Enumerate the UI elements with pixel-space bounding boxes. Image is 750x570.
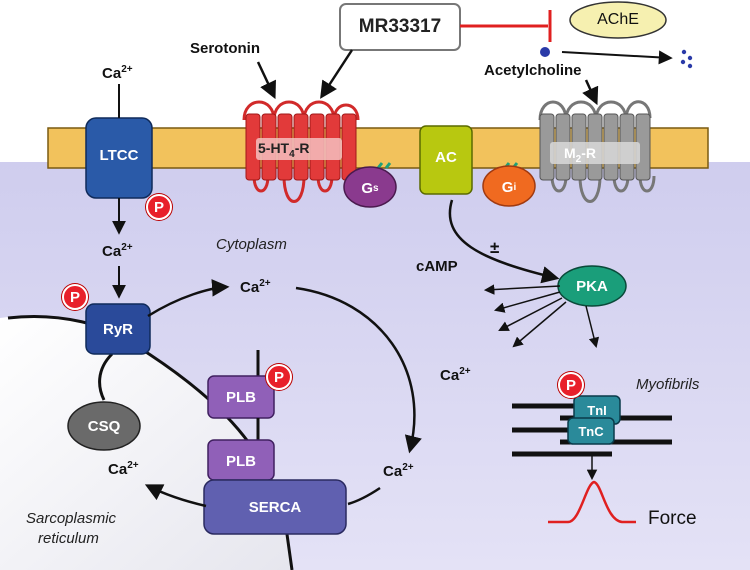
ac-enzyme xyxy=(419,125,473,195)
choline-dot xyxy=(687,63,693,69)
csq-protein xyxy=(67,401,141,451)
csq-label: CSQ xyxy=(87,417,121,435)
pka-target-arrow xyxy=(483,284,561,295)
5ht4-receptor-label: 5-HT4-R xyxy=(258,140,310,160)
choline-dot xyxy=(680,59,686,65)
pka-target-arrow xyxy=(512,301,567,348)
pka-label: PKA xyxy=(576,277,608,295)
plus-minus-label: ± xyxy=(490,238,500,257)
drug-label: MR33317 xyxy=(358,16,442,37)
gs-anchor xyxy=(376,162,392,169)
pka-to-myofibril-arrow xyxy=(585,305,600,349)
ca-sr-label: Ca2+ xyxy=(108,460,139,478)
ryr-channel xyxy=(85,303,151,355)
ache-label: AChE xyxy=(597,11,639,28)
ryr-phospho: P xyxy=(62,284,88,310)
ryr-release-arrow xyxy=(147,279,230,318)
pka-target-arrow xyxy=(498,297,563,331)
tnc-box xyxy=(567,417,615,445)
plb-lower-label: PLB xyxy=(226,452,256,470)
acetylcholine-arrow xyxy=(582,79,599,106)
m2-receptor-label: M2-R xyxy=(564,145,597,165)
ca-released-label: Ca2+ xyxy=(240,278,271,296)
tni-phospho: P xyxy=(558,372,584,398)
ltcc-phospho: P xyxy=(146,194,172,220)
ca-serca-label: Ca2+ xyxy=(383,462,414,480)
ac-label: AC xyxy=(435,148,457,166)
camp-label: cAMP xyxy=(416,258,458,275)
force-curve xyxy=(548,480,636,524)
serotonin-arrow xyxy=(256,61,276,100)
plb-upper-label: PLB xyxy=(226,388,256,406)
ca-cytosol-label: Ca2+ xyxy=(102,242,133,260)
tni-label: TnI xyxy=(587,402,607,418)
acetylcholine-label: Acetylcholine xyxy=(484,62,582,79)
ltcc-label: LTCC xyxy=(99,146,139,164)
ca-arc-arrow xyxy=(295,286,422,454)
drug-to-receptor-arrow xyxy=(320,49,354,99)
ryr-stalk xyxy=(98,352,114,401)
gs-protein xyxy=(343,166,397,208)
cytoplasm-label: Cytoplasm xyxy=(216,236,287,253)
serca-to-sr-arrow xyxy=(144,484,207,508)
myofibrils-label: Myofibrils xyxy=(636,376,700,393)
choline-dot xyxy=(687,55,693,61)
plb-phospho: P xyxy=(266,364,292,390)
acetylcholine-dot xyxy=(540,47,550,57)
m2-receptor xyxy=(538,100,656,203)
gi-protein xyxy=(482,165,536,207)
sr-label-line1: Sarcoplasmic xyxy=(26,510,117,527)
serotonin-label: Serotonin xyxy=(190,40,260,57)
serca-pump xyxy=(203,479,347,535)
ca-extracellular-label: Ca2+ xyxy=(102,64,133,82)
pka-target-arrow xyxy=(493,291,561,313)
5ht4-receptor xyxy=(242,100,374,203)
serca-uptake-arrow xyxy=(347,486,381,506)
ache-ellipse xyxy=(569,1,667,39)
tnc-label: TnC xyxy=(578,423,604,439)
ache-hydrolysis-arrow xyxy=(561,50,673,65)
choline-dot xyxy=(681,49,687,55)
plb-upper xyxy=(207,375,275,419)
force-label: Force xyxy=(648,508,697,529)
ca-free-label: Ca2+ xyxy=(440,366,471,384)
ryr-label: RyR xyxy=(102,320,133,338)
cAMP-arrow xyxy=(448,199,560,284)
sr-label-line2: reticulum xyxy=(38,530,99,547)
serca-label: SERCA xyxy=(248,498,302,516)
